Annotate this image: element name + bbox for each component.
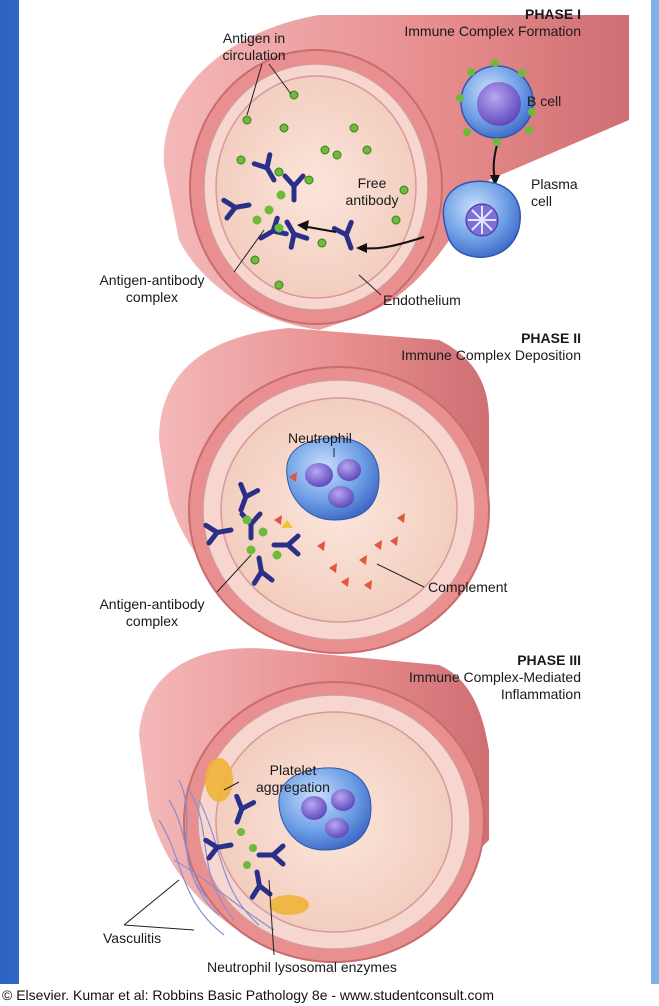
phase-3-subtitle-line1: Immune Complex-Mediated [381,669,581,686]
plasma-cell-label: Plasma cell [531,176,578,210]
phase-1-header: PHASE I Immune Complex Formation [381,6,581,40]
antigen-label-line2: circulation [199,47,309,64]
lysosomal-enzymes-label: Neutrophil lysosomal enzymes [207,959,397,976]
vasculitis-label: Vasculitis [103,930,161,947]
phase-3-subtitle-line2: Inflammation [381,686,581,703]
b-cell-label: B cell [527,93,561,110]
copyright-footer: © Elsevier. Kumar et al: Robbins Basic P… [0,984,659,1006]
free-antibody-line2: antibody [337,192,407,209]
phase-2-header: PHASE II Immune Complex Deposition [381,330,581,364]
antigen-label: Antigen in circulation [199,30,309,64]
complex-1-line1: Antigen-antibody [87,272,217,289]
free-antibody-line1: Free [337,175,407,192]
platelet-line2: aggregation [243,779,343,796]
free-antibody-label: Free antibody [337,175,407,209]
complex-1-line2: complex [87,289,217,306]
complex-2-line1: Antigen-antibody [87,596,217,613]
plasma-label-line2: cell [531,193,578,210]
plasma-label-line1: Plasma [531,176,578,193]
phase-2-subtitle: Immune Complex Deposition [381,347,581,364]
immune-complex-illustration [19,0,651,984]
complex-label-1: Antigen-antibody complex [87,272,217,306]
complex-2-line2: complex [87,613,217,630]
figure-panel: PHASE I Immune Complex Formation PHASE I… [19,0,651,1006]
endothelium-label: Endothelium [383,292,461,309]
complex-label-2: Antigen-antibody complex [87,596,217,630]
platelet-label: Platelet aggregation [243,762,343,796]
neutrophil-label: Neutrophil [288,430,352,447]
phase-1-title: PHASE I [381,6,581,23]
phase-3-title: PHASE III [381,652,581,669]
plasma-cell [443,181,520,257]
platelet-line1: Platelet [243,762,343,779]
phase-1-subtitle: Immune Complex Formation [381,23,581,40]
antigen-label-line1: Antigen in [199,30,309,47]
phase-2-title: PHASE II [381,330,581,347]
phase-3-header: PHASE III Immune Complex-Mediated Inflam… [381,652,581,703]
complement-label: Complement [428,579,507,596]
